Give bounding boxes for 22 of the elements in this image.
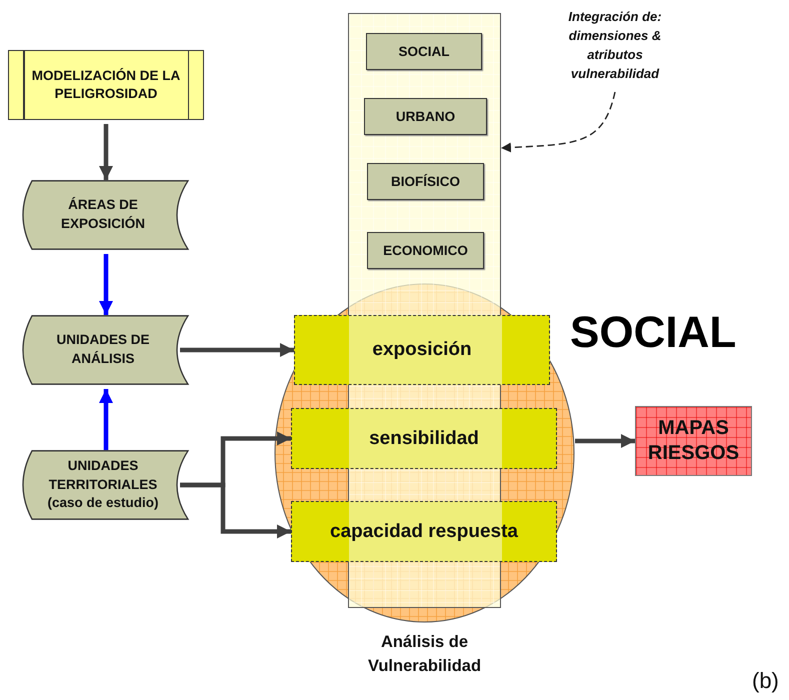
data-box: UNIDADES DE ANÁLISIS [22,315,190,385]
dimension-box: SOCIAL [366,33,482,70]
dashed-arrow [500,92,616,152]
arrow [99,389,113,450]
dimension-box: ECONOMICO [367,232,484,269]
component-box: sensibilidad [291,408,557,469]
arrow [180,343,294,357]
figure-label: (b) [752,668,780,694]
arrow [575,434,635,448]
arrow [99,254,113,315]
data-box: UNIDADES TERRITORIALES (caso de estudio) [22,450,190,520]
annotation: Integración de: dimensiones & atributos vulnerabilidad [545,8,685,88]
output-box: MAPAS RIESGOS [635,406,752,476]
component-box: exposición [294,315,550,385]
dimension-box: BIOFÍSICO [367,163,484,200]
arrow [180,482,291,538]
dimension-box: URBANO [364,98,487,135]
ellipse-caption: Análisis de Vulnerabilidad [366,632,482,677]
arrow [99,124,113,180]
data-box: ÁREAS DE EXPOSICIÓN [22,180,190,250]
process-box: MODELIZACIÓN DE LA PELIGROSIDAD [8,50,204,120]
heading-label: SOCIAL [570,308,738,358]
